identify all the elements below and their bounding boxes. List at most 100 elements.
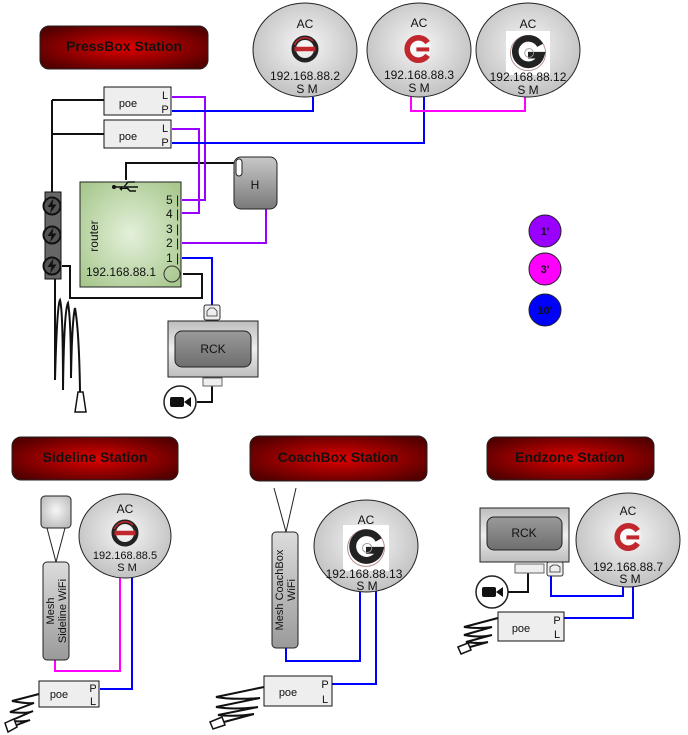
poe-label: poe bbox=[119, 98, 137, 110]
camera[interactable] bbox=[475, 575, 509, 609]
ap-label: AC bbox=[620, 504, 637, 518]
station-header-pressbox: PressBox Station bbox=[39, 25, 209, 70]
station-title: PressBox Station bbox=[66, 38, 182, 54]
poe-port-p: P bbox=[89, 683, 96, 695]
poe-injector[interactable]: poe P L bbox=[209, 675, 333, 730]
access-point[interactable]: AC 192.168.88.7 S M bbox=[575, 492, 681, 588]
mesh-wifi-sideline[interactable]: Mesh Sideline WiFi bbox=[40, 495, 72, 661]
power-cord-icon bbox=[463, 617, 499, 648]
station-header-coachbox: CoachBox Station bbox=[249, 435, 428, 482]
mesh-antenna bbox=[273, 487, 297, 533]
poe-port-l: L bbox=[90, 696, 96, 708]
camera-icon bbox=[170, 397, 184, 407]
ap-ports: S M bbox=[517, 83, 538, 97]
legend-label: 10' bbox=[538, 305, 553, 317]
station-title: Sideline Station bbox=[42, 449, 147, 465]
power-cord-icon bbox=[215, 686, 265, 723]
ap-ip: 192.168.88.5 bbox=[93, 550, 157, 562]
access-point[interactable]: AC 192.168.88.12 S M bbox=[475, 2, 581, 98]
ap-label: AC bbox=[411, 16, 428, 30]
legend-item-1ft: 1' bbox=[528, 214, 562, 248]
router-port-1: 1 | bbox=[166, 251, 179, 265]
cable-3ft bbox=[410, 96, 526, 112]
plug-icon bbox=[457, 642, 472, 655]
router-port-4: 4 | bbox=[166, 207, 179, 221]
router[interactable]: ⭠ router 192.168.88.1 5 | 4 | 3 | 2 | 1 … bbox=[79, 181, 182, 288]
legend-item-3ft: 3' bbox=[528, 252, 562, 286]
cable-1ft bbox=[172, 96, 206, 201]
mesh-label-line1: Mesh bbox=[45, 598, 57, 625]
poe-label: poe bbox=[119, 131, 137, 143]
router-port-5: 5 | bbox=[166, 193, 179, 207]
ap-ports: S M bbox=[356, 579, 377, 593]
poe-label: poe bbox=[50, 689, 68, 701]
rck-label: RCK bbox=[200, 342, 225, 356]
logo-icon bbox=[405, 36, 431, 62]
cable-1ft bbox=[182, 208, 267, 244]
ap-ip: 192.168.88.3 bbox=[384, 68, 454, 82]
station-header-endzone: Endzone Station bbox=[486, 436, 655, 481]
router-port-2: 2 | bbox=[166, 236, 179, 250]
power-strip bbox=[42, 150, 87, 413]
access-point[interactable]: AC 192.168.88.5 S M bbox=[78, 493, 172, 579]
ethernet-port-icon bbox=[546, 561, 564, 577]
cable-10ft bbox=[100, 567, 133, 690]
cable-10ft bbox=[285, 590, 361, 662]
power-outlet-icon bbox=[42, 196, 62, 216]
plug-icon bbox=[4, 717, 18, 734]
usb-hub[interactable]: H bbox=[233, 156, 278, 210]
legend-item-10ft: 10' bbox=[528, 293, 562, 327]
ap-label: AC bbox=[358, 513, 375, 527]
access-point[interactable]: AC 192.168.88.13 S M bbox=[313, 499, 419, 593]
hub-label: H bbox=[251, 178, 260, 192]
poe-injector[interactable]: poe P L bbox=[457, 611, 565, 655]
mesh-antenna bbox=[40, 495, 72, 529]
poe-port-p: P bbox=[161, 104, 168, 116]
poe-injector[interactable]: poe P L bbox=[4, 680, 100, 734]
mesh-label-line2: Sideline WiFi bbox=[57, 579, 69, 643]
ap-label: AC bbox=[117, 502, 134, 516]
poe-port-l: L bbox=[554, 629, 560, 641]
poe-port-l: L bbox=[162, 90, 168, 102]
poe-label: poe bbox=[279, 687, 297, 699]
hdmi-port-icon bbox=[202, 377, 223, 387]
camera-cable bbox=[508, 572, 529, 593]
ap-ip: 192.168.88.13 bbox=[326, 567, 403, 581]
power-outlet-icon bbox=[42, 256, 62, 276]
camera-cable bbox=[197, 385, 213, 403]
rck-label: RCK bbox=[511, 526, 536, 540]
usb-cable bbox=[125, 162, 238, 180]
camera[interactable] bbox=[163, 385, 197, 419]
cable-3ft bbox=[54, 567, 121, 672]
cable-length-legend: 1' 3' 10' bbox=[528, 214, 562, 327]
poe-injector[interactable]: poe L P bbox=[103, 86, 172, 116]
router-power-cable bbox=[62, 265, 203, 299]
ap-label: AC bbox=[297, 17, 314, 31]
poe-injector[interactable]: poe L P bbox=[103, 119, 172, 149]
access-point[interactable]: AC 192.168.88.3 S M bbox=[366, 2, 472, 98]
station-title: CoachBox Station bbox=[278, 449, 399, 465]
rck-device[interactable]: RCK bbox=[167, 304, 259, 387]
usb-icon: ⭠ bbox=[119, 181, 129, 196]
cable-10ft bbox=[550, 572, 624, 597]
router-label: router bbox=[87, 220, 101, 251]
ap-ip: 192.168.88.2 bbox=[270, 69, 340, 83]
power-port-icon bbox=[163, 265, 181, 283]
legend-label: 3' bbox=[541, 264, 550, 276]
rck-device[interactable]: RCK bbox=[479, 507, 570, 577]
poe-port-l: L bbox=[322, 694, 328, 706]
cable-10ft bbox=[172, 97, 314, 112]
ap-ip: 192.168.88.12 bbox=[490, 70, 567, 84]
poe-label: poe bbox=[512, 623, 530, 635]
camera-icon bbox=[482, 587, 496, 597]
mesh-wifi-coachbox[interactable]: Mesh CoachBox WiFi bbox=[271, 487, 299, 649]
logo-icon bbox=[343, 525, 389, 571]
power-cord-icon bbox=[9, 693, 40, 727]
ap-ip: 192.168.88.7 bbox=[593, 560, 663, 574]
wires bbox=[51, 96, 634, 690]
mesh-label-line1: Mesh CoachBox bbox=[274, 549, 286, 630]
ap-ports: S M bbox=[408, 81, 429, 95]
ap-ports: S M bbox=[117, 562, 137, 574]
access-point[interactable]: AC 192.168.88.2 S M bbox=[252, 2, 358, 98]
